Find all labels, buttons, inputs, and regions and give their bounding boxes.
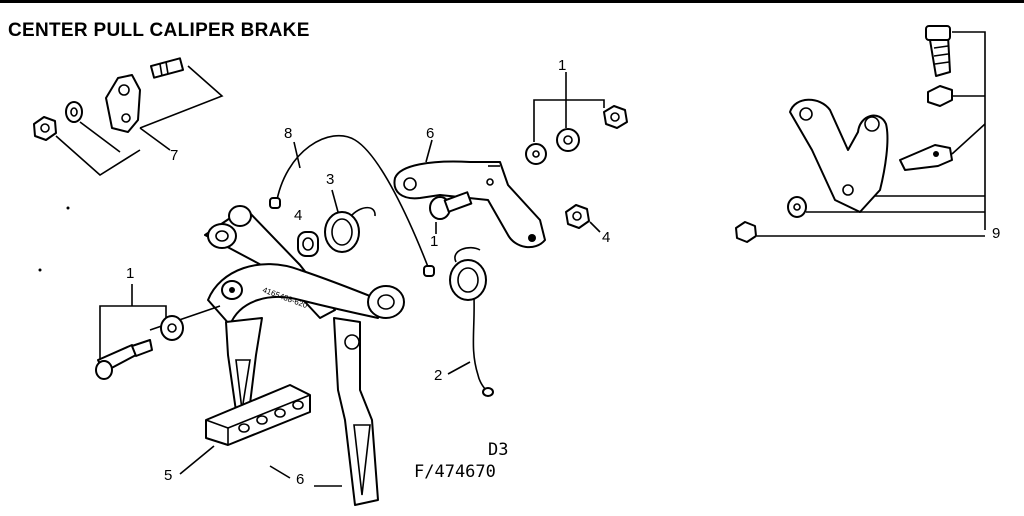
figure-reference: F/474670 bbox=[414, 462, 496, 482]
part-6-front-arm bbox=[393, 139, 546, 249]
callout-1-upper: 1 bbox=[558, 57, 567, 74]
part-1-pivot-bolt-left bbox=[95, 284, 221, 380]
caliper-arm-assembly: 4165488-620 bbox=[204, 205, 405, 506]
callout-8: 8 bbox=[284, 125, 293, 142]
callout-6-lower: 6 bbox=[296, 471, 305, 488]
part-9-hanger-assembly bbox=[735, 25, 986, 243]
yoke-pivot-barrel bbox=[367, 285, 405, 319]
part-4-nut bbox=[565, 204, 601, 233]
part-7-bracket-assembly bbox=[33, 57, 224, 176]
hex-nut-4 bbox=[565, 204, 590, 229]
part-8-straddle-cable bbox=[269, 134, 435, 277]
callout-4-left: 4 bbox=[294, 207, 303, 224]
cable-end-right bbox=[423, 265, 435, 277]
callout-5: 5 bbox=[164, 467, 173, 484]
hanger-bolt-9 bbox=[929, 35, 951, 77]
callout-1-center: 1 bbox=[430, 233, 439, 250]
washer-7 bbox=[65, 101, 83, 123]
spacer-4 bbox=[297, 231, 319, 257]
figure-code: D3 bbox=[488, 440, 509, 460]
bracket-plate-7 bbox=[105, 74, 141, 133]
cable-hanger-plate-9 bbox=[789, 98, 889, 213]
washer-1-left bbox=[160, 315, 184, 341]
washer-9 bbox=[787, 196, 807, 218]
part-1-hardware-upper bbox=[525, 72, 628, 165]
cable-end-left bbox=[269, 197, 281, 209]
washer-1-upper bbox=[525, 143, 547, 165]
front-caliper-arm bbox=[393, 160, 546, 249]
straddle-cable bbox=[275, 134, 431, 273]
hex-nut-7 bbox=[33, 116, 57, 141]
hex-nut-9-upper bbox=[927, 85, 953, 107]
part-2-spring bbox=[447, 246, 494, 397]
part-3-spring bbox=[324, 189, 376, 253]
diagram-title: CENTER PULL CALIPER BRAKE bbox=[8, 20, 310, 41]
brake-shoe bbox=[205, 384, 311, 446]
callout-7: 7 bbox=[170, 147, 179, 164]
top-border-line bbox=[0, 0, 1024, 3]
star-washer-1 bbox=[556, 128, 580, 152]
return-spring-2 bbox=[449, 259, 487, 301]
callout-9: 9 bbox=[992, 225, 1001, 242]
right-brake-arm bbox=[333, 317, 379, 506]
cable-adjuster-9 bbox=[899, 144, 953, 171]
callout-6-upper: 6 bbox=[426, 125, 435, 142]
hex-nut-9-lower bbox=[735, 221, 757, 243]
callout-4-right: 4 bbox=[602, 229, 611, 246]
return-spring-3 bbox=[324, 211, 360, 253]
callout-2: 2 bbox=[434, 367, 443, 384]
part-5-brake-shoe bbox=[179, 384, 311, 475]
callout-1-left: 1 bbox=[126, 265, 135, 282]
hex-nut-1-upper bbox=[603, 105, 628, 129]
callout-3: 3 bbox=[326, 171, 335, 188]
part-4-spacer bbox=[297, 231, 319, 257]
rear-arm-boss bbox=[207, 223, 237, 249]
